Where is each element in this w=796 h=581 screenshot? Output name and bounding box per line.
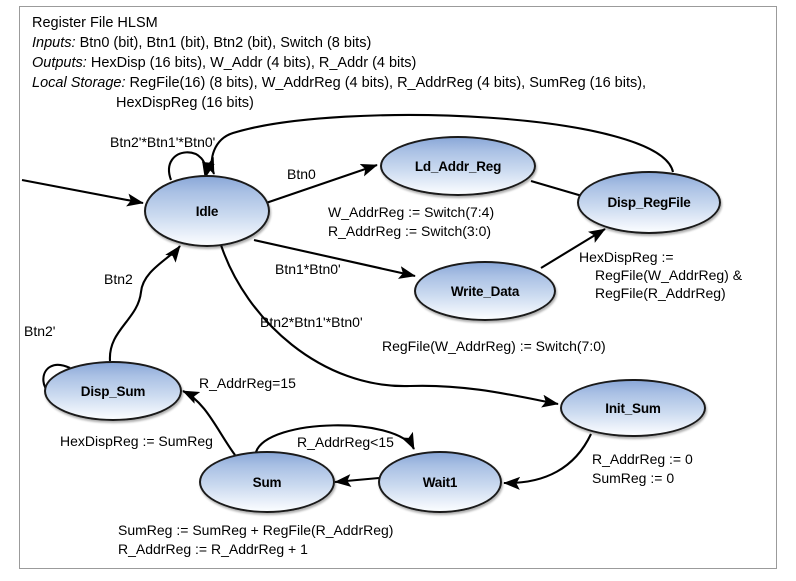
state-write-data[interactable]: Write_Data — [414, 261, 556, 321]
edge-sum-to-dispsum — [182, 390, 236, 456]
action-init-sum-1: R_AddrReg := 0 — [592, 451, 693, 467]
edge-label-idle-to-write: Btn1*Btn0' — [275, 261, 341, 277]
state-label-idle: Idle — [195, 203, 219, 219]
storage-value-2: HexDispReg (16 bits) — [116, 95, 254, 111]
inputs-label: Inputs: — [32, 35, 76, 51]
action-disp-regfile-2: RegFile(W_AddrReg) & — [595, 267, 743, 283]
state-disp-regfile[interactable]: Disp_RegFile — [577, 171, 721, 234]
action-init-sum-2: SumReg := 0 — [592, 470, 675, 486]
edge-label-dispsum-self: Btn2' — [24, 323, 56, 339]
inputs-row: Inputs: Btn0 (bit), Btn1 (bit), Btn2 (bi… — [32, 33, 732, 53]
outputs-label: Outputs: — [32, 55, 87, 71]
state-sum[interactable]: Sum — [199, 451, 335, 513]
action-disp-regfile-3: RegFile(R_AddrReg) — [595, 285, 726, 301]
edge-initial-to-idle — [21, 178, 144, 207]
state-idle[interactable]: Idle — [144, 175, 270, 247]
action-ld-addr-reg-1: W_AddrReg := Switch(7:4) — [328, 204, 495, 220]
state-label-disp-sum: Disp_Sum — [80, 383, 146, 399]
outputs-row: Outputs: HexDisp (16 bits), W_Addr (4 bi… — [32, 53, 732, 73]
edge-label-dispsum-to-idle: Btn2 — [104, 271, 133, 287]
edge-label-idle-to-ld: Btn0 — [287, 166, 316, 182]
state-wait1[interactable]: Wait1 — [378, 451, 502, 513]
state-disp-sum[interactable]: Disp_Sum — [44, 361, 182, 421]
action-disp-regfile-1: HexDispReg := — [579, 249, 674, 265]
storage-value: RegFile(16) (8 bits), W_AddrReg (4 bits)… — [129, 75, 647, 91]
state-label-write-data: Write_Data — [450, 283, 520, 299]
storage-row: Local Storage: RegFile(16) (8 bits), W_A… — [32, 73, 732, 93]
edge-label-sum-to-dispsum: R_AddrReg=15 — [199, 375, 296, 391]
action-sum-2: R_AddrReg := R_AddrReg + 1 — [118, 541, 308, 557]
edge-idle-to-write — [253, 238, 416, 279]
edge-write-to-disp — [540, 228, 606, 269]
action-ld-addr-reg-2: R_AddrReg := Switch(3:0) — [328, 223, 492, 239]
edge-label-sum-to-wait1: R_AddrReg<15 — [297, 434, 394, 450]
storage-label: Local Storage: — [32, 75, 126, 91]
action-disp-sum-1: HexDispReg := SumReg — [60, 433, 213, 449]
state-label-sum: Sum — [252, 474, 282, 490]
state-label-disp-regfile: Disp_RegFile — [607, 195, 691, 210]
edge-idle-to-ld — [265, 164, 378, 204]
edge-label-idle-to-init: Btn2*Btn1'*Btn0' — [260, 314, 363, 330]
action-sum-1: SumReg := SumReg + RegFile(R_AddrReg) — [118, 522, 394, 538]
state-init-sum[interactable]: Init_Sum — [560, 379, 706, 437]
edge-sum-to-wait1 — [255, 424, 415, 453]
edge-idle-to-init — [220, 244, 559, 408]
state-label-init-sum: Init_Sum — [605, 400, 661, 416]
state-ld-addr-reg[interactable]: Ld_Addr_Reg — [380, 136, 536, 196]
page-title: Register File HLSM — [32, 15, 158, 31]
edge-disp-to-idle — [201, 113, 675, 175]
edge-dispsum-to-idle — [108, 245, 181, 362]
edge-label-idle-self: Btn2'*Btn1'*Btn0' — [110, 134, 216, 150]
state-label-ld-addr-reg: Ld_Addr_Reg — [414, 158, 502, 174]
edge-init-to-wait1 — [503, 433, 592, 490]
state-label-wait1: Wait1 — [422, 474, 458, 490]
edge-wait1-to-sum — [334, 474, 380, 488]
outputs-value: HexDisp (16 bits), W_Addr (4 bits), R_Ad… — [90, 55, 417, 71]
action-write-data-1: RegFile(W_AddrReg) := Switch(7:0) — [382, 338, 606, 354]
inputs-value: Btn0 (bit), Btn1 (bit), Btn2 (bit), Swit… — [79, 35, 372, 51]
hlsm-header: Register File HLSM Inputs: Btn0 (bit), B… — [32, 13, 732, 113]
storage-row-2: HexDispReg (16 bits) — [32, 93, 732, 113]
